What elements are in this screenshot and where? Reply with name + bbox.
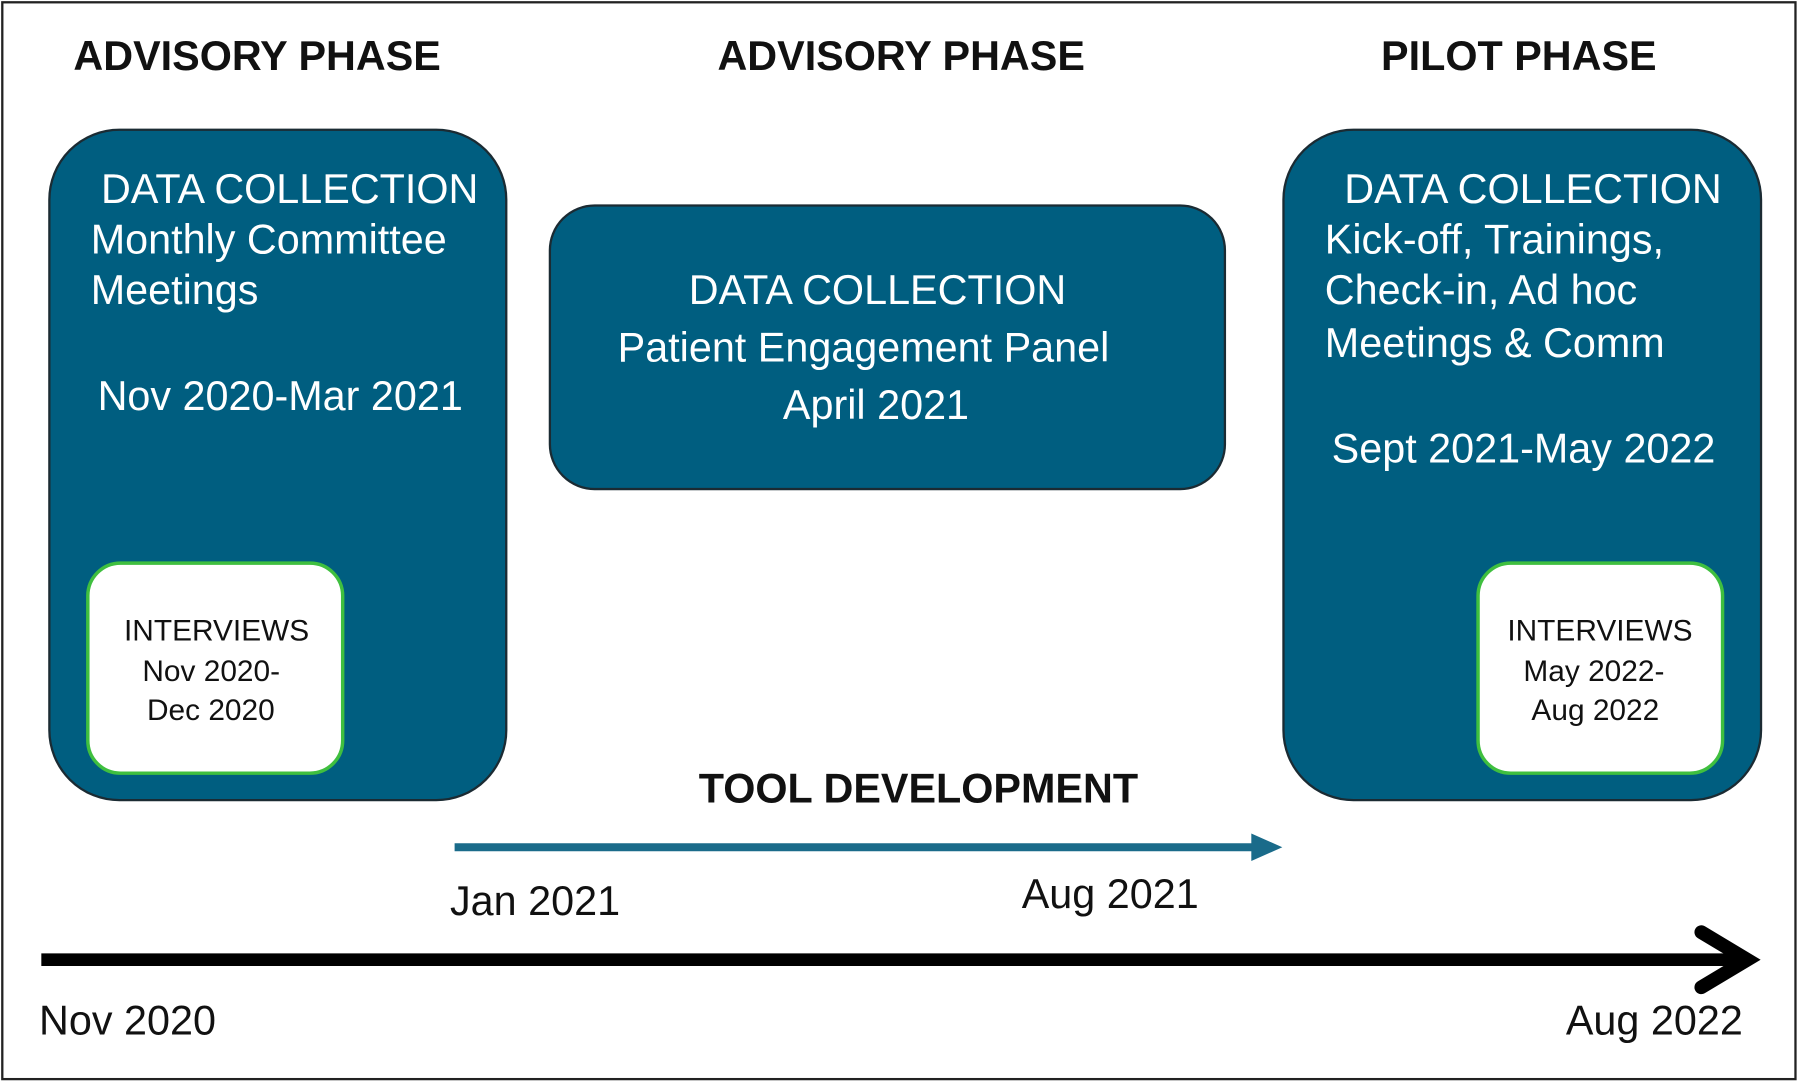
right-data-collection-box: DATA COLLECTION Kick-off, Trainings, Che… (1282, 128, 1763, 802)
tool-development-label: TOOL DEVELOPMENT (698, 764, 1139, 812)
left-box-line2: Meetings (90, 266, 259, 314)
phase-heading-left: ADVISORY PHASE (73, 32, 441, 80)
left-interviews-line2: Dec 2020 (146, 692, 275, 727)
right-interviews-line2: Aug 2022 (1531, 692, 1660, 727)
timeline-arrow (41, 925, 1761, 995)
timeline-end: Aug 2022 (1565, 996, 1743, 1044)
left-box-dates: Nov 2020-Mar 2021 (97, 371, 463, 420)
right-interviews-box: INTERVIEWS May 2022- Aug 2022 (1476, 561, 1725, 775)
right-box-dates: Sept 2021-May 2022 (1331, 424, 1716, 472)
right-box-line2: Check-in, Ad hoc (1324, 266, 1638, 314)
left-box-title: DATA COLLECTION (101, 165, 479, 213)
left-interviews-box: INTERVIEWS Nov 2020- Dec 2020 (86, 561, 345, 775)
right-interviews-title: INTERVIEWS (1507, 613, 1693, 648)
right-interviews-line1: May 2022- (1523, 653, 1665, 688)
middle-box-line1: Patient Engagement Panel (617, 323, 1110, 371)
tool-end-date: Aug 2021 (1021, 870, 1199, 918)
timeline-start: Nov 2020 (39, 996, 216, 1044)
middle-box-line2: April 2021 (782, 381, 970, 429)
left-box-line1: Monthly Committee (90, 215, 447, 263)
right-box-title: DATA COLLECTION (1344, 165, 1722, 213)
left-interviews-line1: Nov 2020- (142, 653, 281, 688)
right-box-line3: Meetings & Comm (1324, 319, 1665, 367)
phase-heading-right: PILOT PHASE (1381, 32, 1657, 80)
middle-data-collection-box: DATA COLLECTION Patient Engagement Panel… (548, 204, 1227, 491)
left-data-collection-box: DATA COLLECTION Monthly Committee Meetin… (48, 128, 508, 802)
tool-start-date: Jan 2021 (450, 877, 621, 925)
right-box-line1: Kick-off, Trainings, (1324, 215, 1664, 263)
tool-development-arrow (454, 833, 1283, 861)
left-interviews-title: INTERVIEWS (123, 613, 310, 648)
middle-box-title: DATA COLLECTION (688, 266, 1067, 314)
phase-heading-middle: ADVISORY PHASE (717, 32, 1085, 80)
